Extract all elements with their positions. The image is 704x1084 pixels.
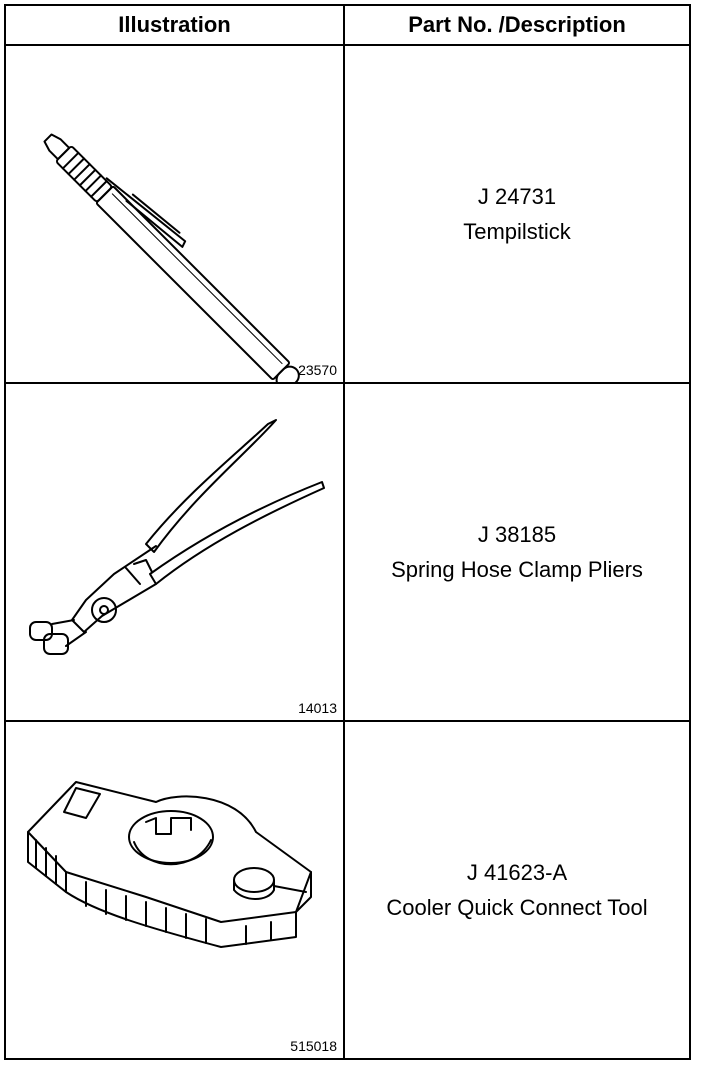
- tool-table: Illustration Part No. /Description: [4, 4, 691, 1060]
- figure-number: 515018: [290, 1038, 337, 1054]
- part-description: Cooler Quick Connect Tool: [386, 895, 648, 920]
- part-description: Tempilstick: [463, 219, 571, 244]
- part-number: J 38185: [477, 522, 557, 547]
- figure-number: 23570: [298, 362, 337, 378]
- tempilstick-icon: [43, 133, 300, 382]
- description-cell: J 24731 Tempilstick: [343, 44, 691, 384]
- header-illustration: Illustration: [4, 4, 345, 46]
- part-number: J 41623-A: [466, 860, 568, 885]
- illustration-cell: 23570: [4, 44, 345, 384]
- description-cell: J 41623-A Cooler Quick Connect Tool: [343, 720, 691, 1060]
- illustration-cell: 515018: [4, 720, 345, 1060]
- figure-number: 14013: [298, 700, 337, 716]
- header-part-description: Part No. /Description: [343, 4, 691, 46]
- illustration-cell: 14013: [4, 382, 345, 722]
- description-cell: J 38185 Spring Hose Clamp Pliers: [343, 382, 691, 722]
- table-row: 23570 J 24731 Tempilstick: [4, 44, 691, 384]
- part-number: J 24731: [477, 184, 557, 209]
- header-row: Illustration Part No. /Description: [4, 4, 691, 46]
- table-row: 14013 J 38185 Spring Hose Clamp Pliers: [4, 382, 691, 722]
- quick-connect-tool-icon: [27, 781, 312, 948]
- pliers-icon: [29, 419, 325, 655]
- part-description: Spring Hose Clamp Pliers: [391, 557, 643, 582]
- table-row: 515018 J 41623-A Cooler Quick Connect To…: [4, 720, 691, 1060]
